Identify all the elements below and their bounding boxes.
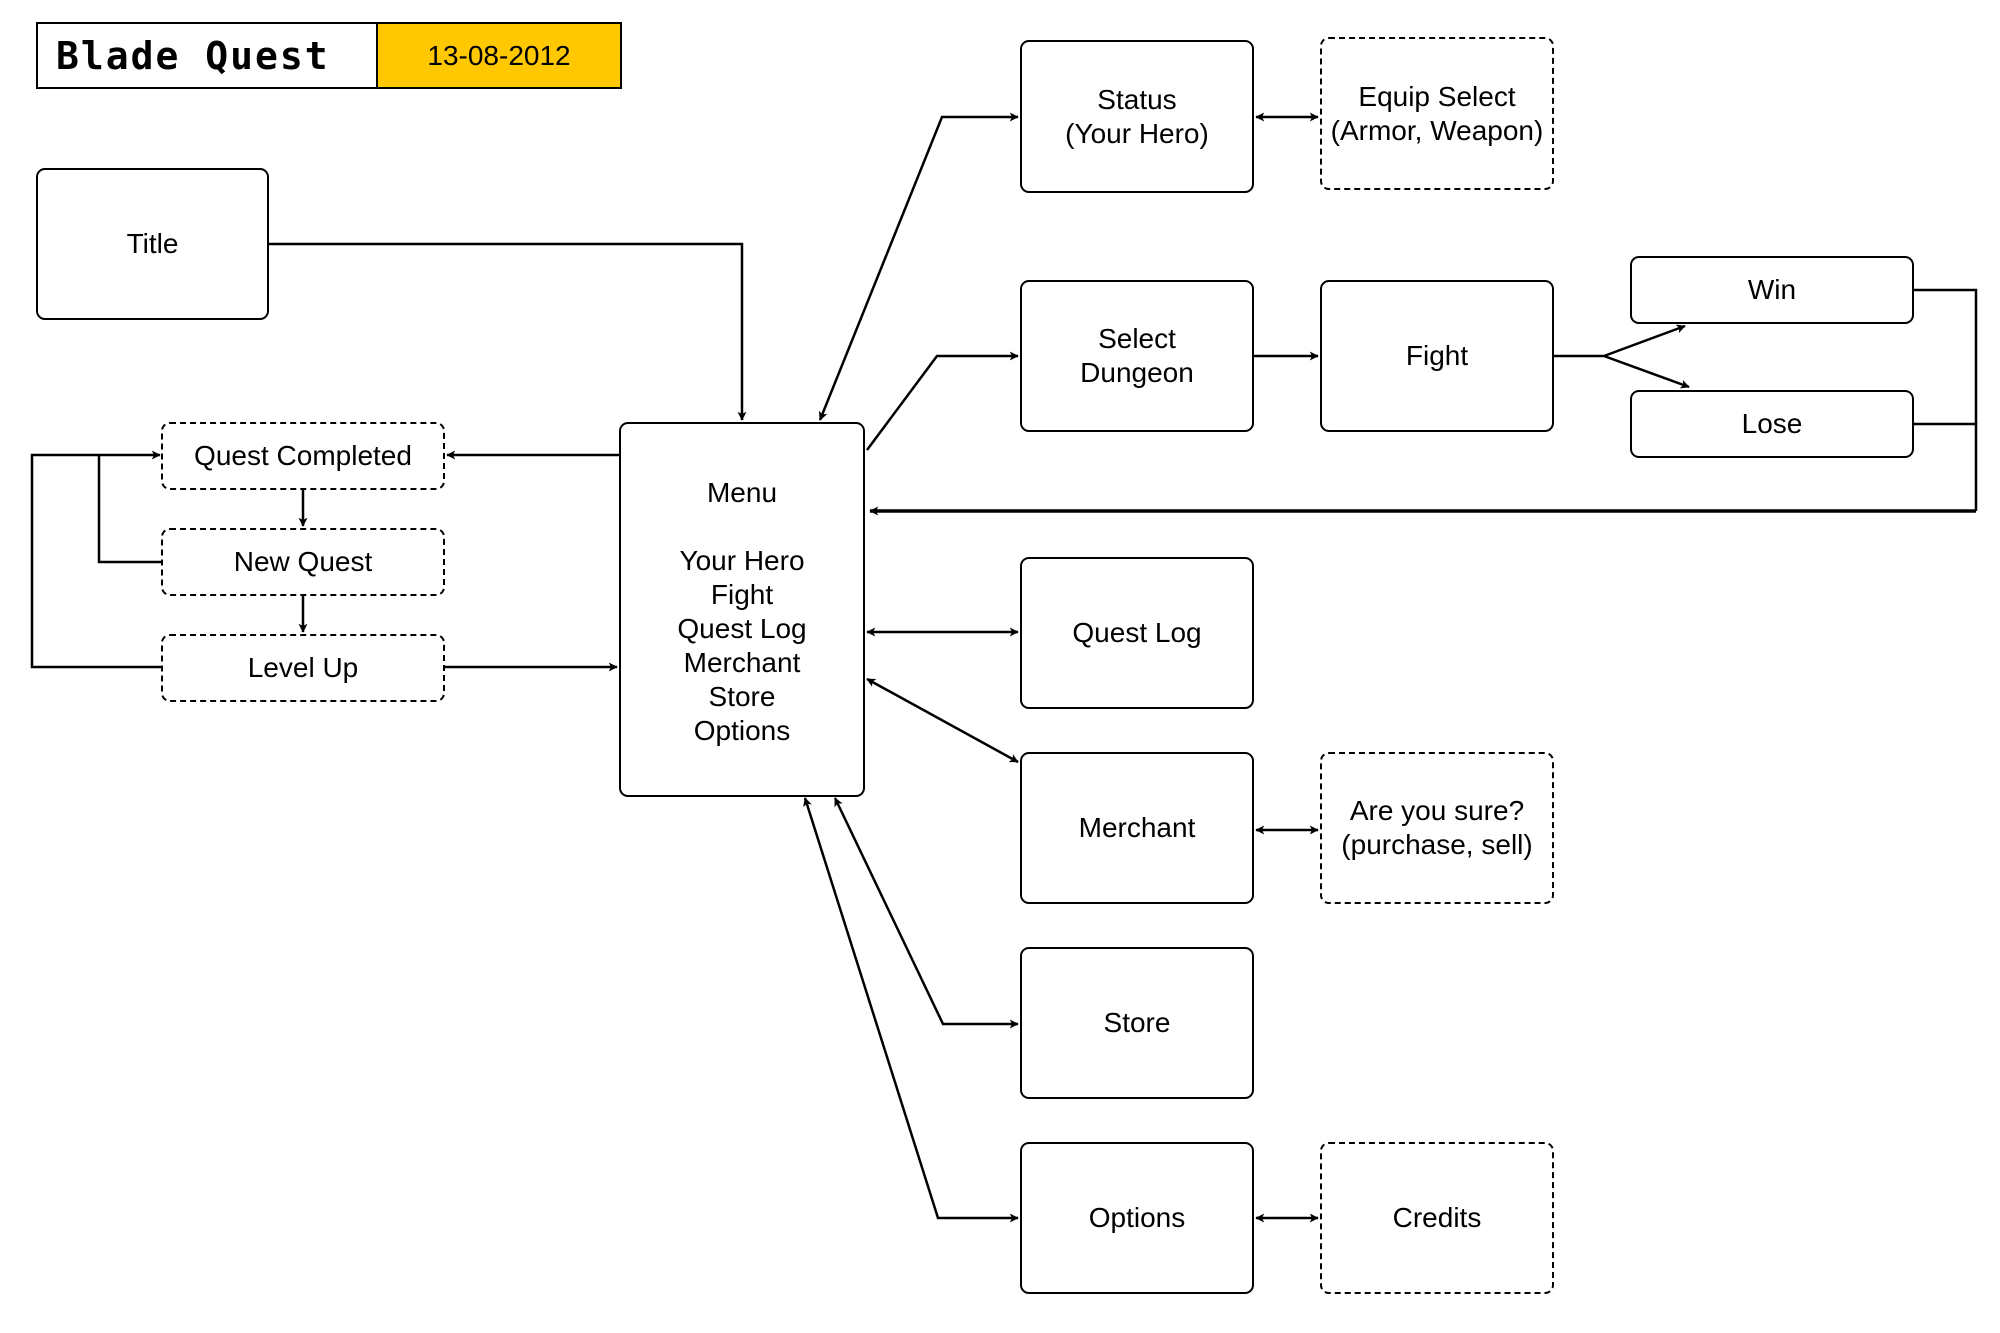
node-level-up-label: Level Up bbox=[247, 652, 359, 683]
node-lose[interactable]: Lose bbox=[1630, 390, 1914, 458]
edge-win-return bbox=[1914, 288, 1978, 424]
edge-menu-select-dungeon bbox=[865, 351, 1019, 451]
node-status-label: Status bbox=[1097, 83, 1177, 115]
node-equip-select[interactable]: Equip Select (Armor, Weapon) bbox=[1320, 37, 1554, 190]
node-menu[interactable]: Menu Your Hero Fight Quest Log Merchant … bbox=[619, 422, 865, 797]
node-store[interactable]: Store bbox=[1020, 947, 1254, 1099]
menu-item-your-hero: Your Hero bbox=[679, 545, 805, 576]
node-level-up[interactable]: Level Up bbox=[161, 634, 445, 702]
node-quest-log[interactable]: Quest Log bbox=[1020, 557, 1254, 709]
node-equip-select-sublabel: (Armor, Weapon) bbox=[1330, 114, 1544, 146]
menu-item-options: Options bbox=[693, 715, 791, 746]
app-logo: Blade Quest bbox=[36, 22, 376, 89]
app-logo-text: Blade Quest bbox=[56, 33, 330, 78]
menu-title: Menu bbox=[706, 477, 778, 508]
node-merchant-label: Merchant bbox=[1078, 812, 1196, 843]
node-fight-label: Fight bbox=[1405, 340, 1469, 371]
node-new-quest-label: New Quest bbox=[233, 546, 373, 577]
edge-fight-lose bbox=[1603, 354, 1690, 389]
node-lose-label: Lose bbox=[1741, 408, 1803, 439]
edge-menu-store bbox=[833, 797, 1019, 1029]
node-options-label: Options bbox=[1088, 1202, 1186, 1233]
menu-item-store: Store bbox=[708, 681, 776, 712]
edge-new-quest-loop bbox=[97, 455, 162, 564]
edge-lose-return bbox=[1914, 422, 1978, 511]
node-credits-label: Credits bbox=[1392, 1202, 1482, 1233]
node-are-you-sure-sublabel: (purchase, sell) bbox=[1341, 829, 1533, 860]
node-win[interactable]: Win bbox=[1630, 256, 1914, 324]
edge-title-menu bbox=[268, 242, 747, 421]
edge-fight-win bbox=[1603, 324, 1686, 358]
node-select-dungeon-label: Select bbox=[1098, 323, 1176, 354]
node-select-dungeon[interactable]: Select Dungeon bbox=[1020, 280, 1254, 432]
header-date: 13-08-2012 bbox=[376, 22, 622, 89]
node-title-label: Title bbox=[126, 228, 179, 259]
node-options[interactable]: Options bbox=[1020, 1142, 1254, 1294]
node-credits[interactable]: Credits bbox=[1320, 1142, 1554, 1294]
node-title[interactable]: Title bbox=[36, 168, 269, 320]
menu-item-merchant: Merchant bbox=[683, 647, 801, 678]
edge-menu-merchant bbox=[866, 677, 1019, 764]
node-are-you-sure-label: Are you sure? bbox=[1349, 795, 1525, 826]
node-quest-completed-label: Quest Completed bbox=[194, 440, 412, 471]
menu-item-fight: Fight bbox=[710, 579, 774, 610]
node-quest-log-label: Quest Log bbox=[1072, 617, 1202, 648]
node-status-sublabel: (Your Hero) bbox=[1065, 117, 1209, 149]
edge-menu-options bbox=[803, 797, 1019, 1223]
node-new-quest[interactable]: New Quest bbox=[161, 528, 445, 596]
node-store-label: Store bbox=[1103, 1007, 1171, 1038]
node-win-label: Win bbox=[1747, 274, 1797, 305]
node-equip-select-label: Equip Select bbox=[1358, 80, 1516, 112]
node-are-you-sure[interactable]: Are you sure? (purchase, sell) bbox=[1320, 752, 1554, 904]
node-merchant[interactable]: Merchant bbox=[1020, 752, 1254, 904]
menu-item-quest-log: Quest Log bbox=[677, 613, 807, 644]
node-fight[interactable]: Fight bbox=[1320, 280, 1554, 432]
edge-menu-status bbox=[818, 112, 1019, 421]
node-select-dungeon-sublabel: Dungeon bbox=[1080, 357, 1194, 388]
node-status[interactable]: Status (Your Hero) bbox=[1020, 40, 1254, 193]
edge-level-up-loop bbox=[30, 450, 162, 669]
node-quest-completed[interactable]: Quest Completed bbox=[161, 422, 445, 490]
